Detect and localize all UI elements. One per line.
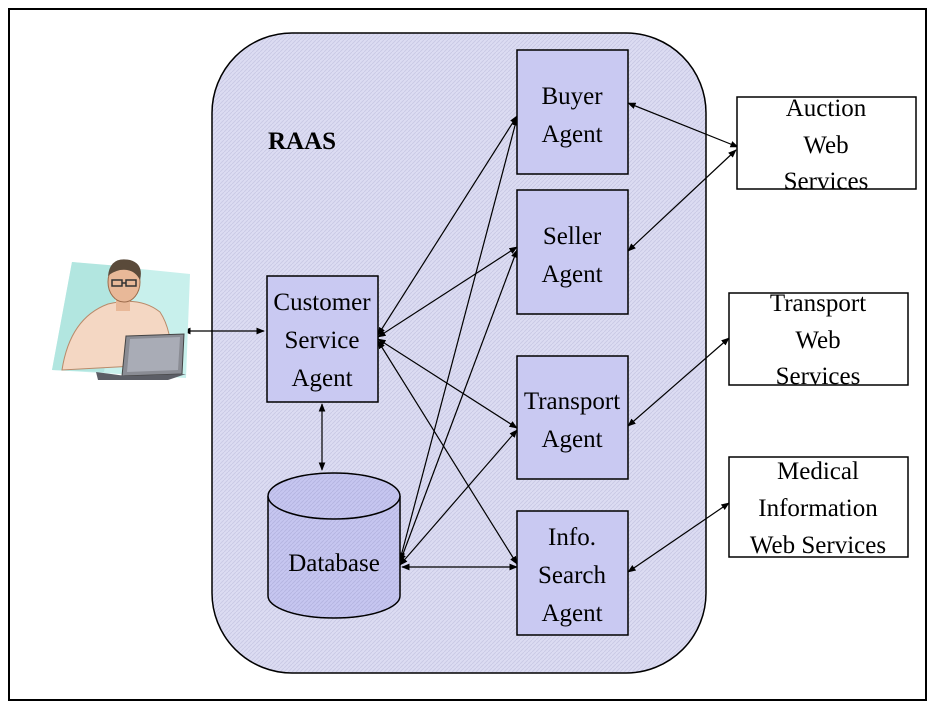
seller-to-auction-link — [627, 149, 737, 252]
buyer-agent-label-1: Buyer — [541, 83, 603, 110]
seller-agent-label-2: Agent — [541, 261, 602, 288]
customer-service-agent-label-2: Service — [285, 327, 360, 354]
connections — [182, 102, 739, 573]
seller-agent-box: Seller Agent — [516, 189, 629, 315]
buyer-to-auction-link — [627, 102, 739, 148]
info-search-agent-label-3: Agent — [541, 600, 602, 627]
medical-ws-label-1: Medical — [777, 458, 859, 485]
info-search-to-medical-ws-link — [627, 502, 730, 573]
info-search-agent-label-1: Info. — [548, 524, 596, 551]
medical-ws-label-3: Web Services — [750, 532, 886, 559]
auction-web-services-box: Auction Web Services — [736, 95, 917, 195]
transport-agent-box: Transport Agent — [516, 355, 629, 480]
seller-agent-label-1: Seller — [543, 223, 602, 250]
medical-ws-label-2: Information — [758, 495, 878, 522]
customer-service-agent-label-3: Agent — [291, 365, 352, 392]
transport-agent-label-2: Agent — [541, 426, 602, 453]
transport-agent-label-1: Transport — [524, 388, 620, 415]
user-at-laptop-icon — [52, 259, 190, 380]
transport-to-transport-ws-link — [627, 337, 730, 427]
database-cylinder: Database — [267, 472, 401, 619]
database-to-transport-link — [399, 429, 518, 566]
transport-ws-label-1: Transport — [770, 290, 866, 317]
auction-ws-label-2: Web — [803, 132, 848, 159]
system-title: RAAS — [268, 128, 336, 155]
database-label: Database — [288, 550, 380, 577]
info-search-agent-label-2: Search — [538, 562, 607, 589]
auction-ws-label-3: Services — [784, 168, 869, 195]
customer-service-agent-box: Customer Service Agent — [266, 275, 379, 403]
info-search-agent-box: Info. Search Agent — [516, 510, 629, 636]
customer-service-agent-label-1: Customer — [273, 289, 371, 316]
auction-ws-label-1: Auction — [786, 95, 867, 122]
medical-web-services-box: Medical Information Web Services — [728, 456, 909, 559]
transport-ws-label-2: Web — [795, 327, 840, 354]
transport-ws-label-3: Services — [776, 363, 861, 390]
transport-web-services-box: Transport Web Services — [728, 290, 909, 390]
buyer-agent-label-2: Agent — [541, 121, 602, 148]
buyer-agent-box: Buyer Agent — [516, 49, 629, 175]
